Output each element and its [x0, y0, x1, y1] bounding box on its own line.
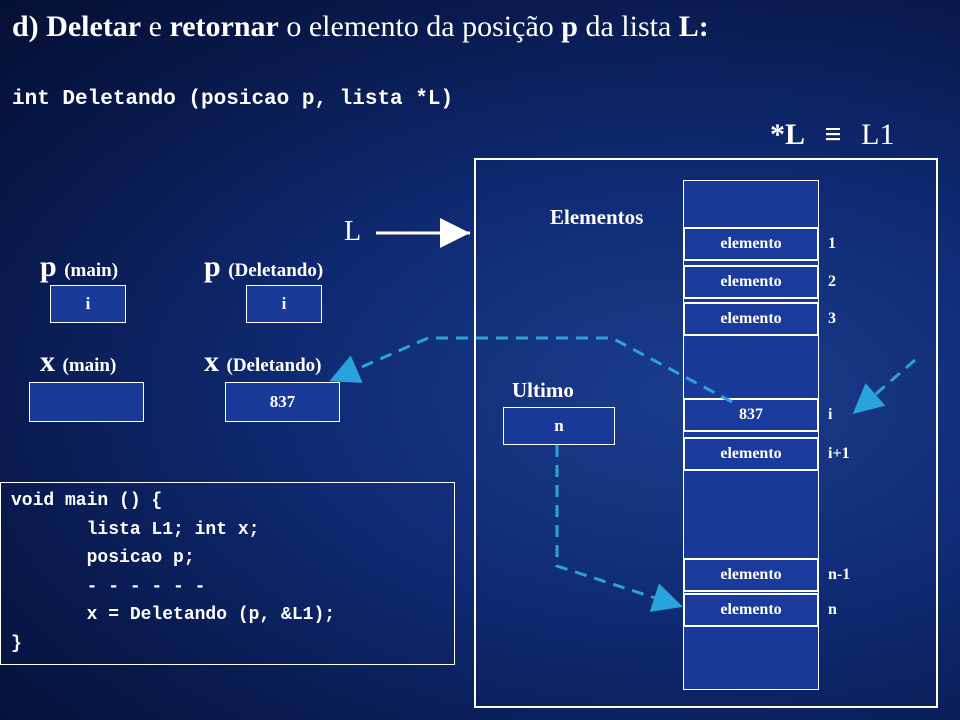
code-line: x = Deletando (p, &L1);: [11, 605, 336, 625]
main-code-block: void main () { lista L1; int x; posicao …: [0, 482, 455, 665]
alias-rhs: L1: [861, 118, 895, 151]
ultimo-arrow: [555, 445, 683, 612]
array-index: n-1: [828, 566, 851, 583]
array-cell: elemento: [683, 265, 819, 299]
x-main-label: x (main): [40, 345, 117, 378]
x-main-box: [29, 382, 144, 422]
code-line: void main () {: [11, 491, 163, 511]
ultimo-label: Ultimo: [512, 378, 574, 402]
position-arrow: [852, 358, 916, 414]
array-cell: elemento: [683, 302, 819, 336]
list-memory-panel: [474, 158, 938, 708]
array-cell: elemento: [683, 227, 819, 261]
alias-equivalence: *L ≡ L1: [770, 118, 894, 152]
ultimo-box: n: [503, 407, 615, 445]
array-cell: elemento: [683, 593, 819, 627]
code-line: }: [11, 633, 22, 654]
p-deletando-box: i: [246, 285, 322, 323]
array-cell-deleted: 837: [683, 398, 819, 432]
x-deletando-label: x (Deletando): [204, 345, 322, 378]
pointer-label: L: [344, 216, 362, 247]
p-main-label: p (main): [40, 250, 119, 283]
array-index: n: [828, 601, 837, 618]
alias-lhs: *L: [770, 118, 806, 151]
array-cell: elemento: [683, 558, 819, 592]
p-deletando-label: p (Deletando): [204, 250, 324, 283]
code-line: lista L1; int x;: [11, 519, 260, 540]
equivalence-symbol: ≡: [824, 118, 842, 151]
slide-title: d) Deletar e retornar o elemento da posi…: [12, 10, 709, 43]
p-main-box: i: [50, 285, 126, 323]
x-deletando-box: 837: [225, 382, 340, 422]
function-signature: int Deletando (posicao p, lista *L): [12, 88, 454, 111]
array-index: 1: [828, 235, 836, 252]
array-index: i+1: [828, 445, 850, 462]
return-value-arrow: [329, 336, 733, 404]
array-index: i: [828, 406, 833, 423]
array-cell: elemento: [683, 437, 819, 471]
array-index: 2: [828, 273, 836, 290]
array-index: 3: [828, 310, 836, 327]
code-line: posicao p;: [11, 548, 195, 568]
code-line: - - - - - -: [11, 576, 206, 597]
elementos-label: Elementos: [550, 205, 644, 229]
